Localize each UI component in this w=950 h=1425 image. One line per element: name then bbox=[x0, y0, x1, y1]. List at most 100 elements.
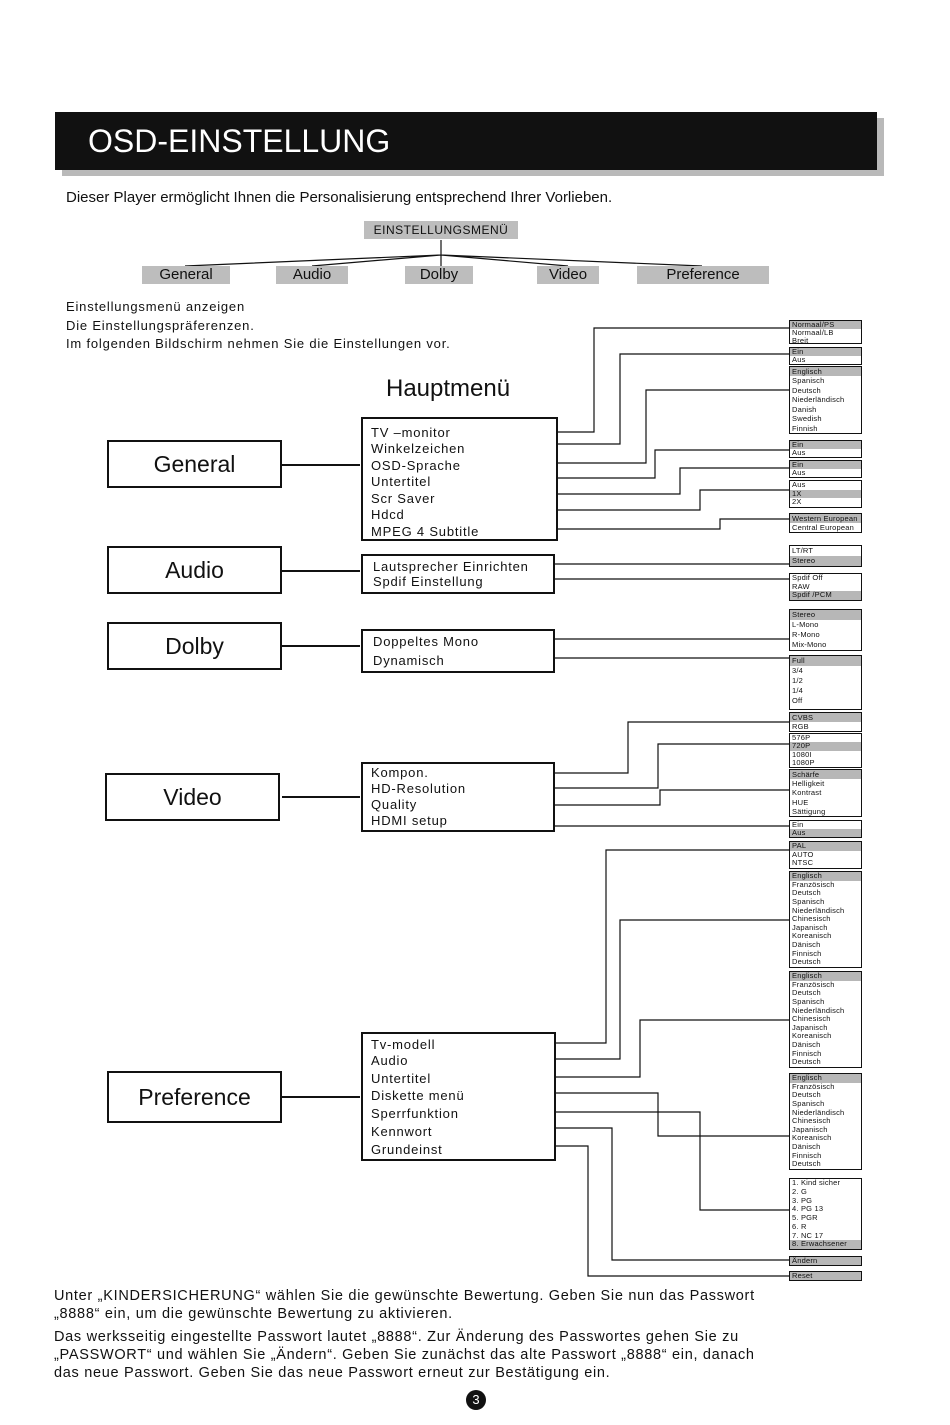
option-item: 3/4 bbox=[792, 666, 804, 675]
option-item: 4. PG 13 bbox=[792, 1204, 824, 1214]
menu-item: Lautsprecher Einrichten bbox=[373, 559, 529, 574]
option-item: Ein bbox=[790, 461, 861, 469]
option-item: Dänisch bbox=[792, 1142, 821, 1151]
option-box: Reset bbox=[789, 1271, 862, 1281]
option-item: 6. R bbox=[792, 1221, 807, 1231]
title-bar bbox=[55, 112, 877, 170]
option-item: HUE bbox=[792, 797, 809, 807]
option-item: CVBS bbox=[790, 713, 861, 722]
option-item: Chinesisch bbox=[792, 1014, 831, 1024]
option-item: RAW bbox=[792, 581, 810, 591]
option-item: 1080P bbox=[792, 757, 815, 767]
menu-item: Sperrfunktion bbox=[371, 1106, 459, 1121]
option-item: Spdif Off bbox=[792, 573, 823, 582]
menu-item: Quality bbox=[371, 797, 418, 812]
menu-item: Untertitel bbox=[371, 474, 432, 489]
option-item: Off bbox=[792, 696, 803, 705]
tree-root: EINSTELLUNGSMENÜ bbox=[364, 221, 518, 239]
option-item: Ändern bbox=[790, 1257, 861, 1265]
option-item: Japanisch bbox=[792, 922, 828, 932]
option-item: 3. PG bbox=[792, 1195, 813, 1205]
option-item: Mix-Mono bbox=[792, 640, 827, 649]
step-line: Im folgenden Bildschirm nehmen Sie die E… bbox=[66, 336, 451, 351]
option-item: Deutsch bbox=[792, 385, 821, 395]
option-item: Spanisch bbox=[792, 376, 825, 386]
step-line: Die Einstellungspräferenzen. bbox=[66, 318, 255, 333]
option-item: Ein bbox=[792, 820, 804, 829]
option-item: Chinesisch bbox=[792, 1116, 831, 1126]
option-item: Finnisch bbox=[792, 1150, 822, 1160]
option-item: Breit bbox=[792, 336, 809, 344]
option-item: Central European bbox=[792, 523, 854, 532]
option-item: Normaal/LB bbox=[792, 328, 834, 337]
option-item: PAL bbox=[790, 842, 861, 851]
option-item: Japanisch bbox=[792, 1124, 828, 1134]
option-item: Englisch bbox=[790, 872, 861, 881]
menu-item: MPEG 4 Subtitle bbox=[371, 524, 480, 539]
option-item: Finnisch bbox=[792, 948, 822, 958]
option-item: R-Mono bbox=[792, 630, 820, 639]
option-item: Aus bbox=[792, 468, 806, 477]
option-item: Spanisch bbox=[792, 896, 825, 906]
submenu-audio: Lautsprecher Einrichten Spdif Einstellun… bbox=[361, 554, 555, 594]
option-item: 2. G bbox=[792, 1186, 807, 1196]
menu-item: Grundeinst bbox=[371, 1142, 443, 1157]
footer-paragraph: Das werksseitig eingestellte Passwort la… bbox=[54, 1329, 755, 1381]
menu-item: Diskette menü bbox=[371, 1088, 465, 1103]
option-item: Deutsch bbox=[792, 1090, 821, 1100]
menu-item: Untertitel bbox=[371, 1071, 432, 1086]
option-item: Chinesisch bbox=[792, 914, 831, 924]
option-item: 1080I bbox=[792, 749, 812, 759]
option-item: AUTO bbox=[792, 849, 814, 859]
option-item: Dänisch bbox=[792, 940, 821, 949]
option-item: 7. NC 17 bbox=[792, 1230, 824, 1240]
option-item: 8. Erwachsener bbox=[790, 1239, 861, 1249]
option-item: Stereo bbox=[790, 556, 861, 566]
option-item: Englisch bbox=[790, 972, 861, 981]
option-item: Englisch bbox=[790, 1074, 861, 1083]
step-line: Einstellungsmenü anzeigen bbox=[66, 299, 245, 314]
option-item: Englisch bbox=[790, 367, 861, 377]
option-item: Deutsch bbox=[792, 957, 821, 967]
option-item: Koreanisch bbox=[792, 1031, 832, 1041]
option-item: Deutsch bbox=[792, 1057, 821, 1067]
option-item: 576P bbox=[792, 733, 811, 742]
option-item: Deutsch bbox=[792, 888, 821, 898]
option-item: Koreanisch bbox=[792, 931, 832, 941]
option-item: Swedish bbox=[792, 414, 822, 424]
option-item: Finnish bbox=[792, 423, 818, 433]
option-item: Danish bbox=[792, 404, 817, 414]
option-item: Deutsch bbox=[792, 1159, 821, 1169]
option-item: 1/2 bbox=[792, 676, 804, 685]
option-item: Finnisch bbox=[792, 1048, 822, 1058]
option-item: 5. PGR bbox=[792, 1213, 818, 1222]
option-item: Niederländisch bbox=[792, 905, 845, 915]
option-box: Ändern bbox=[789, 1256, 862, 1266]
menu-item: Dynamisch bbox=[373, 653, 445, 668]
page-number: 3 bbox=[466, 1390, 486, 1410]
option-item: Japanisch bbox=[792, 1022, 828, 1032]
tab-general: General bbox=[142, 266, 230, 284]
option-item: Western European bbox=[790, 514, 861, 523]
option-item: Full bbox=[790, 656, 861, 666]
submenu-preference: Tv-modell Audio Untertitel Diskette menü… bbox=[361, 1032, 556, 1161]
page-title: OSD-EINSTELLUNG bbox=[88, 123, 391, 159]
option-item: Sättigung bbox=[792, 806, 826, 816]
option-item: Niederländisch bbox=[792, 1005, 845, 1015]
option-item: Spanisch bbox=[792, 1098, 825, 1108]
menu-item: Hdcd bbox=[371, 507, 405, 522]
menu-item: HD-Resolution bbox=[371, 781, 466, 796]
option-item: Schärfe bbox=[790, 770, 861, 780]
menu-item: Kompon. bbox=[371, 765, 429, 780]
option-item: Kontrast bbox=[792, 788, 822, 798]
